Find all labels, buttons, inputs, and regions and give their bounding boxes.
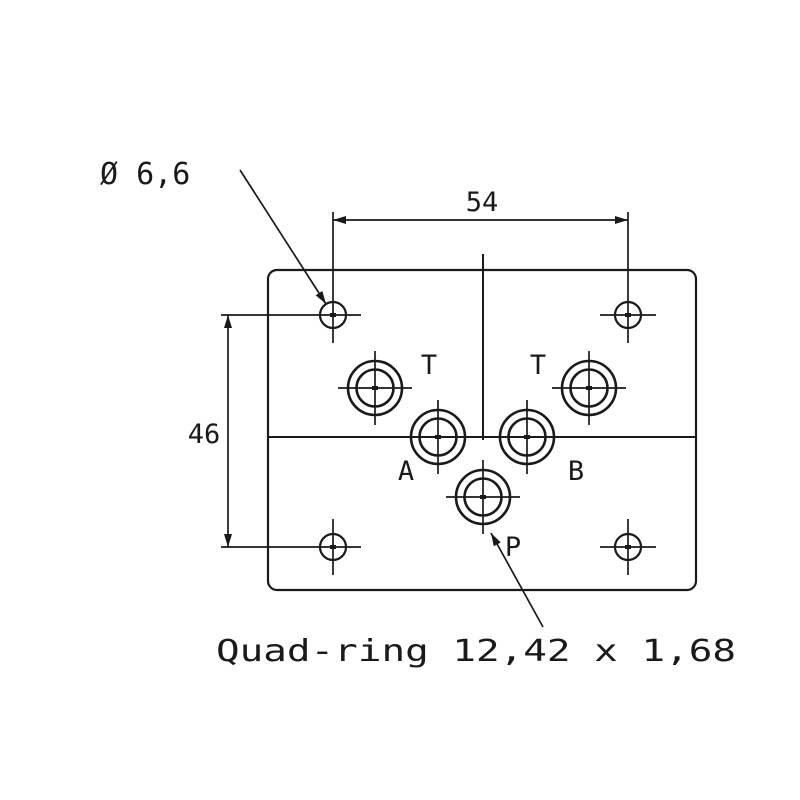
port-t-right: [552, 351, 626, 425]
port-outer-circle: [346, 359, 404, 417]
dimension-46: 46: [188, 314, 305, 548]
diameter-label: Ø 6,6: [100, 157, 190, 192]
quad-ring-note: Quad-ring 12,42 x 1,68: [216, 634, 736, 669]
port-inner-circle: [463, 477, 503, 517]
center-dot: [586, 386, 592, 390]
port-inner-circle: [569, 368, 609, 408]
port-t-left: [338, 351, 412, 425]
center-dot: [480, 495, 486, 499]
dimension-54: 54: [332, 187, 629, 287]
port-p-label: P: [505, 532, 521, 563]
port-b-label: B: [568, 456, 584, 487]
center-dot: [435, 435, 441, 439]
leader-line: [490, 532, 544, 628]
center-dot: [524, 435, 530, 439]
port-outer-circle: [409, 408, 467, 466]
center-dot: [330, 313, 336, 317]
dimension-54-label: 54: [466, 187, 499, 218]
mounting-hole-bottom-left: [305, 519, 361, 575]
dimension-46-label: 46: [188, 419, 221, 450]
mounting-hole-top-right: [600, 287, 656, 343]
center-dot: [625, 545, 631, 549]
leader-line: [239, 169, 327, 305]
mounting-hole-bottom-right: [600, 519, 656, 575]
port-t-right-label: T: [530, 350, 546, 381]
port-outer-circle: [498, 408, 556, 466]
port-a: [409, 400, 467, 474]
port-b: [498, 400, 556, 474]
port-p: [446, 460, 520, 534]
center-dot: [330, 545, 336, 549]
port-outer-circle: [454, 468, 512, 526]
mounting-hole-top-left: [305, 287, 361, 343]
port-inner-circle: [418, 417, 458, 457]
quad-ring-callout: Quad-ring 12,42 x 1,68: [216, 532, 736, 669]
port-outer-circle: [560, 359, 618, 417]
port-inner-circle: [507, 417, 547, 457]
port-a-label: A: [398, 456, 414, 487]
center-dot: [372, 386, 378, 390]
center-dot: [625, 313, 631, 317]
port-inner-circle: [355, 368, 395, 408]
port-t-left-label: T: [421, 350, 437, 381]
diameter-callout: Ø 6,6: [100, 157, 327, 305]
